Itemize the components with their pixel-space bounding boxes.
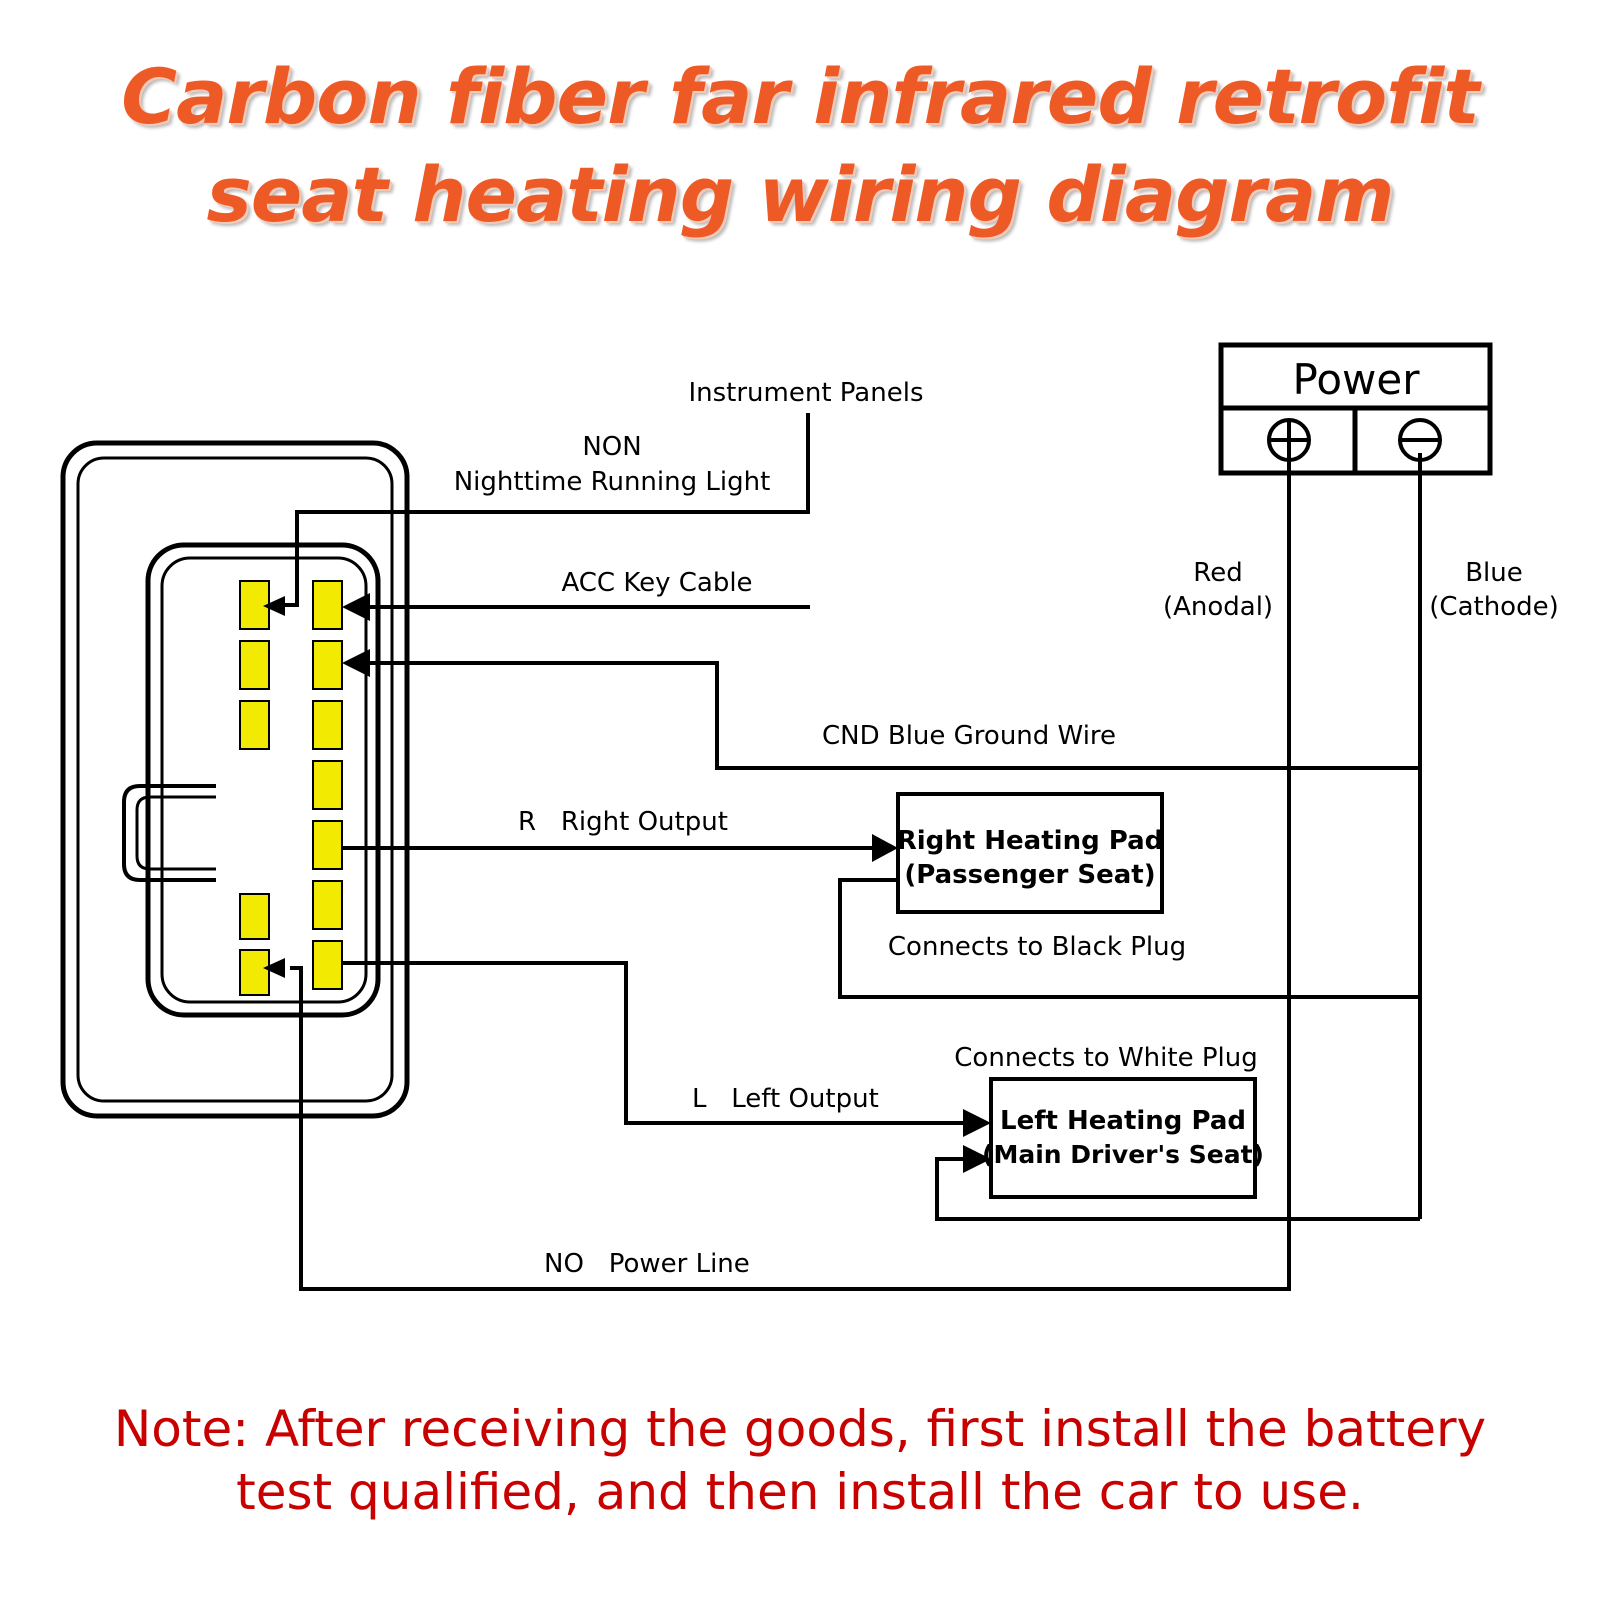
note-line1: Note: After receiving the goods, first i…: [113, 1400, 1487, 1458]
switch-connector: [60, 440, 410, 1119]
pin-left-3: [239, 700, 270, 750]
arrow-cnd-pin: [342, 649, 370, 677]
label-cathode: (Cathode): [1429, 592, 1558, 622]
pin-right-7: [312, 940, 343, 990]
connector-outer-shell: [60, 440, 410, 1119]
arrow-acc-pin: [342, 593, 370, 621]
arrow-nighttime-pin: [263, 596, 285, 616]
pin-right-4: [312, 760, 343, 810]
pin-right-3: [312, 700, 343, 750]
pin-left-4: [239, 893, 270, 940]
wire-right-pad-ground: [838, 878, 1420, 999]
pin-right-6: [312, 880, 343, 930]
pin-right-2: [312, 640, 343, 690]
left-pad-title: Left Heating Pad: [1000, 1106, 1246, 1136]
connector-latch-inner: [135, 795, 216, 871]
wire-cnd-ground: [370, 661, 1420, 770]
connector-inner-shell: [76, 456, 394, 1103]
label-right-output: R Right Output: [518, 807, 728, 837]
arrow-left-pad-ground: [963, 1145, 991, 1173]
label-power-line: NO Power Line: [544, 1249, 750, 1279]
minus-circle-icon: [1398, 418, 1442, 462]
label-cnd-ground: CND Blue Ground Wire: [822, 721, 1116, 751]
connector-pin-frame-outer: [145, 542, 381, 1018]
right-pad-title: Right Heating Pad: [897, 826, 1164, 856]
right-heating-pad: Right Heating Pad (Passenger Seat): [896, 792, 1164, 914]
wires: [285, 413, 1422, 1291]
label-blue: Blue: [1465, 558, 1523, 588]
label-instrument-panels: Instrument Panels: [688, 378, 923, 408]
power-label: Power: [1293, 355, 1421, 404]
label-connects-white: Connects to White Plug: [954, 1043, 1257, 1073]
wire-power-line: [290, 480, 1291, 1291]
arrow-right-pad: [872, 834, 898, 862]
right-pad-subtitle: (Passenger Seat): [904, 860, 1155, 890]
label-connects-black: Connects to Black Plug: [888, 932, 1186, 962]
wire-left-output: [342, 961, 965, 1125]
diagram-title-line1: Carbon fiber far infrared retrofit: [121, 52, 1479, 141]
wire-instrument-panels: [285, 413, 810, 607]
pin-right-1: [312, 580, 343, 630]
arrowheads: [263, 593, 991, 1173]
pin-right-5: [312, 820, 343, 870]
label-red: Red: [1193, 558, 1242, 588]
arrow-power-pin: [263, 958, 285, 978]
label-nighttime-running-light: Nighttime Running Light: [454, 467, 771, 497]
label-left-output: L Left Output: [692, 1084, 879, 1114]
pin-left-5: [239, 949, 270, 996]
wire-labels: Instrument Panels NON Nighttime Running …: [454, 378, 1559, 1279]
left-pad-box: [989, 1077, 1257, 1199]
plus-circle-icon: [1267, 418, 1311, 462]
connector-pin-frame-inner: [160, 556, 368, 1004]
label-non: NON: [582, 432, 641, 462]
pin-left-2: [239, 640, 270, 690]
left-pad-subtitle: (Main Driver's Seat): [982, 1140, 1264, 1169]
connector-latch: [122, 784, 216, 882]
left-heating-pad: Left Heating Pad (Main Driver's Seat): [982, 1077, 1264, 1199]
wire-left-pad-ground: [935, 1157, 1420, 1221]
pin-left-1: [239, 580, 270, 630]
label-acc-key-cable: ACC Key Cable: [561, 568, 752, 598]
connector-pins: [239, 580, 343, 996]
arrow-left-pad: [963, 1109, 991, 1137]
diagram-title-line2: seat heating wiring diagram: [206, 150, 1395, 239]
label-anodal: (Anodal): [1163, 592, 1273, 622]
right-pad-box: [896, 792, 1164, 914]
note-line2: test qualified, and then install the car…: [236, 1463, 1364, 1521]
power-box: Power: [1218, 342, 1493, 476]
